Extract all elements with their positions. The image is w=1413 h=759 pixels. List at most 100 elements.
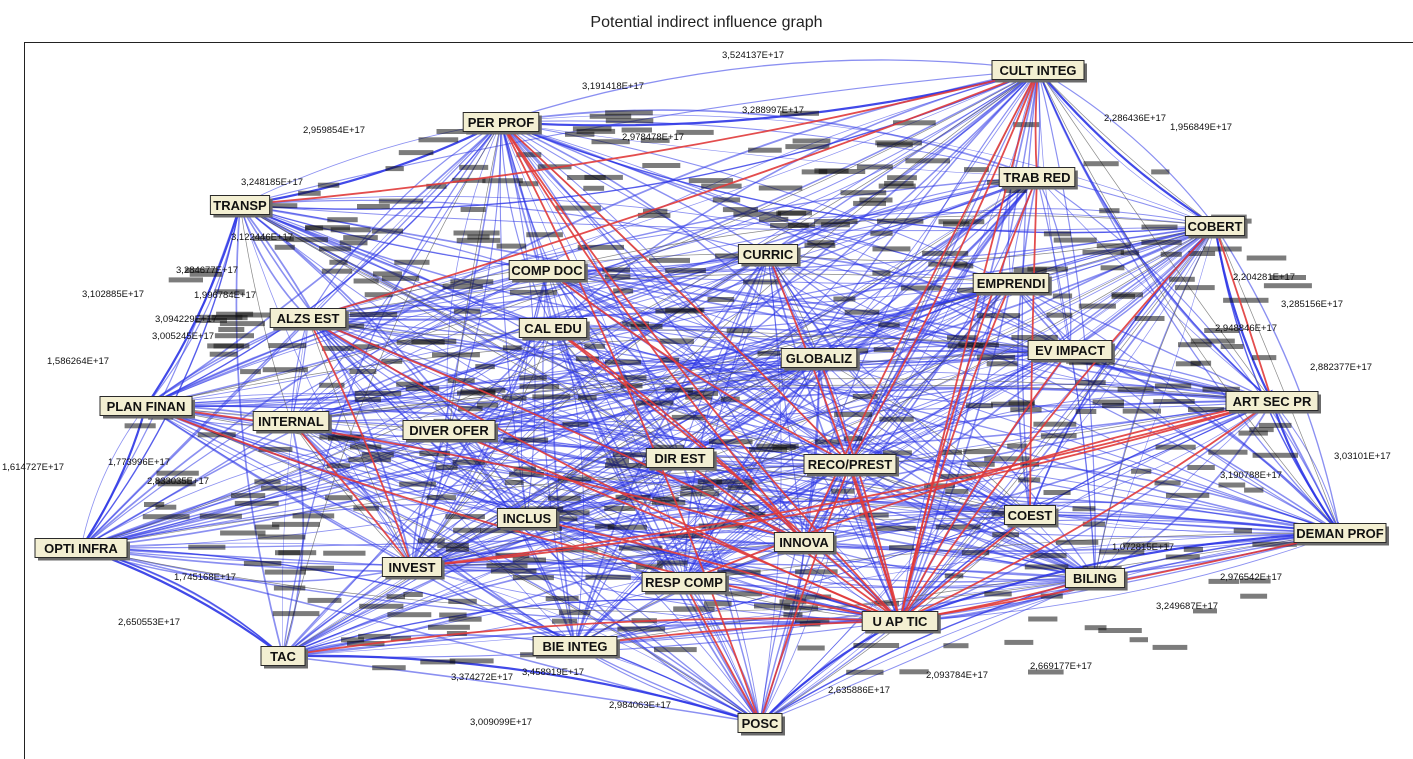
influence-edge — [552, 175, 1038, 329]
influence-edge — [526, 349, 1071, 520]
overlapping-label-mark — [270, 203, 298, 209]
node-label: PLAN FINAN — [107, 399, 186, 414]
node-box — [532, 636, 618, 656]
perimeter-edge — [1037, 69, 1216, 227]
node-reco-prest: RECO/PREST — [803, 454, 899, 477]
node-label: DIVER OFER — [409, 423, 489, 438]
overlapping-label-mark — [671, 414, 706, 420]
overlapping-label-mark — [509, 471, 544, 477]
overlapping-label-mark — [874, 600, 899, 606]
overlapping-label-mark — [428, 624, 470, 630]
node-box — [381, 557, 443, 577]
overlapping-label-mark — [964, 167, 989, 173]
overlapping-label-mark — [698, 523, 744, 529]
strong-influence-edge — [411, 398, 1273, 568]
overlapping-label-mark — [712, 197, 741, 203]
overlapping-label-mark — [155, 504, 177, 510]
overlapping-label-mark — [591, 139, 630, 145]
overlapping-label-mark — [874, 525, 916, 531]
overlapping-label-mark — [859, 197, 893, 203]
strong-influence-edge — [899, 400, 1273, 622]
overlapping-label-mark — [565, 131, 595, 137]
node-label: COMP DOC — [511, 263, 583, 278]
influence-edge — [759, 620, 901, 724]
node-diver-ofer: DIVER OFER — [402, 420, 498, 443]
edge-weight-label: 3,288997E+17 — [742, 105, 804, 116]
node-label: CAL EDU — [524, 321, 582, 336]
influence-edge — [1093, 225, 1216, 579]
overlapping-label-mark — [480, 528, 521, 534]
perimeter-edge — [80, 544, 761, 724]
node-label: INVEST — [389, 560, 436, 575]
overlapping-label-mark — [1187, 465, 1215, 470]
overlapping-label-mark — [821, 222, 850, 228]
perimeter-edge — [145, 203, 243, 407]
influence-edge — [552, 327, 761, 724]
overlapping-label-mark — [1011, 335, 1058, 340]
influence-edge — [80, 176, 1038, 549]
node-box — [645, 448, 715, 468]
overlapping-label-mark — [984, 591, 1012, 597]
overlapping-label-mark — [1092, 399, 1124, 405]
influence-edge — [1271, 400, 1342, 534]
overlapping-label-mark — [1202, 386, 1240, 392]
edge-weight-label: 2,669177E+17 — [1030, 661, 1092, 672]
node-box — [1225, 391, 1319, 411]
overlapping-label-mark — [168, 277, 203, 283]
overlapping-label-mark — [872, 270, 891, 276]
node-per-prof: PER PROF — [462, 112, 542, 135]
overlapping-label-mark — [268, 343, 307, 349]
influence-edge — [1010, 282, 1273, 402]
influence-edge — [1068, 349, 1096, 579]
perimeter-edge — [239, 121, 502, 207]
node-comp-doc: COMP DOC — [508, 260, 588, 283]
overlapping-label-mark — [300, 565, 334, 571]
overlapping-label-mark — [512, 557, 546, 563]
influence-edge — [239, 204, 805, 543]
strong-influence-edge — [282, 616, 901, 657]
overlapping-label-mark — [594, 523, 615, 529]
overlapping-label-mark — [1043, 490, 1071, 495]
overlapping-label-mark — [555, 205, 601, 211]
overlapping-label-mark — [361, 452, 394, 458]
strong-influence-edge — [849, 69, 1039, 465]
overlapping-label-mark — [1165, 554, 1200, 560]
node-box — [641, 572, 727, 592]
node-box — [402, 420, 496, 440]
overlapping-label-mark — [709, 439, 753, 445]
overlapping-label-mark — [607, 524, 647, 530]
edge-weight-label: 2,959854E+17 — [303, 125, 365, 136]
overlapping-label-mark — [655, 308, 703, 314]
overlapping-label-mark — [504, 480, 524, 485]
overlapping-label-mark — [1078, 303, 1116, 309]
influence-edge — [899, 282, 1012, 622]
overlapping-label-mark — [942, 449, 962, 455]
overlapping-label-mark — [899, 669, 929, 675]
overlapping-label-mark — [552, 618, 577, 624]
overlapping-label-mark — [144, 502, 165, 507]
overlapping-label-mark — [1102, 403, 1124, 408]
overlapping-label-mark — [815, 439, 840, 445]
overlapping-label-mark — [519, 375, 547, 381]
influence-edge — [290, 386, 1273, 422]
overlapping-label-mark — [1043, 231, 1071, 237]
edge-weight-label: 3,284677E+17 — [176, 265, 238, 276]
influence-edge — [411, 176, 1038, 568]
overlapping-label-mark — [1084, 625, 1107, 631]
overlapping-label-mark — [526, 232, 563, 238]
overlapping-label-mark — [1269, 275, 1306, 280]
overlapping-label-mark — [372, 665, 406, 671]
influence-edge — [526, 400, 1273, 520]
overlapping-label-mark — [439, 612, 467, 618]
strong-influence-edge — [145, 405, 805, 545]
overlapping-label-mark — [1100, 265, 1125, 271]
overlapping-label-mark — [453, 527, 481, 533]
node-box — [972, 273, 1050, 293]
overlapping-label-mark — [966, 403, 993, 409]
overlapping-label-mark — [188, 544, 226, 550]
influence-edge — [145, 224, 1216, 407]
influence-edge — [282, 253, 769, 657]
influence-edge — [498, 121, 761, 724]
overlapping-label-mark — [779, 110, 819, 116]
